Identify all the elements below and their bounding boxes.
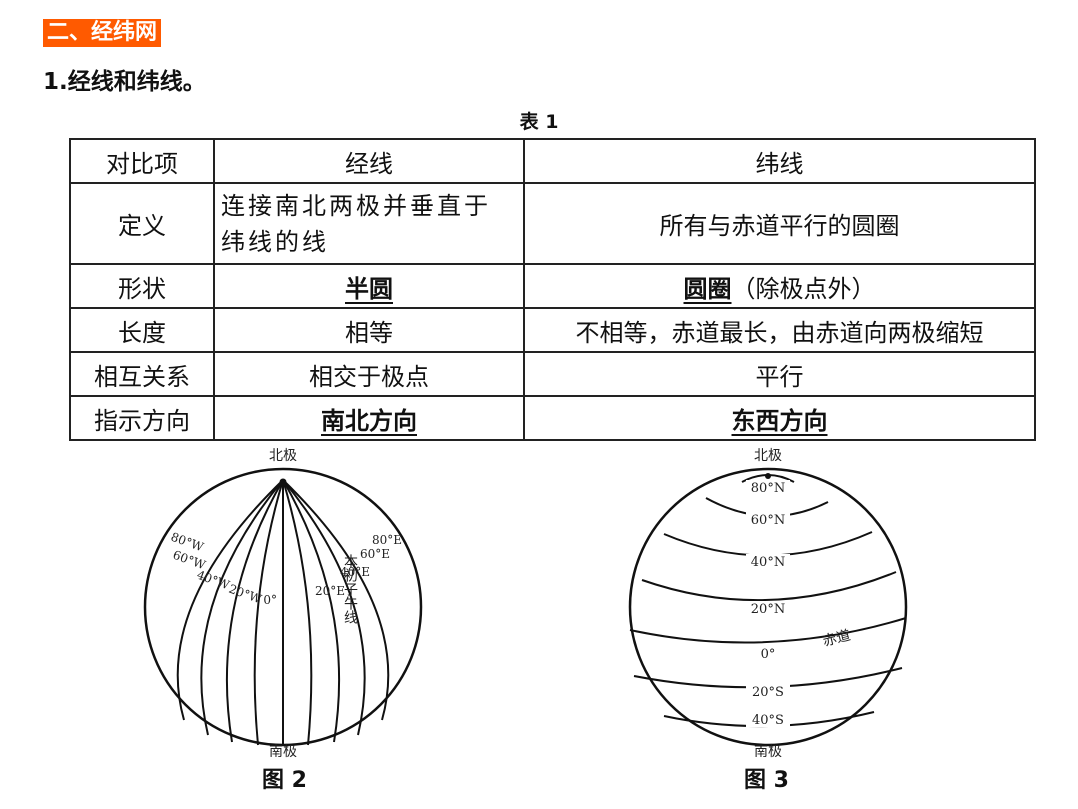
answer-text: 南北方向 xyxy=(321,406,417,435)
table-row: 相互关系 相交于极点 平行 xyxy=(69,351,1036,397)
lon-label: 40°E xyxy=(340,565,370,579)
row-label: 定义 xyxy=(69,182,215,265)
meridian-globe-figure: 北极 80°W 60°W 40°W 20°W 0° 20°E 40°E 60°E… xyxy=(143,448,423,760)
lat-label: 60°N xyxy=(751,513,785,528)
parallel-globe-figure: 北极 80°N 60°N 40°N 20°N 0° 20°S 40°S 赤道 南… xyxy=(628,448,908,760)
header-cell: 纬线 xyxy=(523,138,1036,184)
row-label: 长度 xyxy=(69,307,215,353)
table-header-row: 对比项 经线 纬线 xyxy=(69,138,1036,184)
parallel-cell: 圆圈（除极点外） xyxy=(523,263,1036,309)
table-row: 指示方向 南北方向 东西方向 xyxy=(69,395,1036,441)
meridian-lines xyxy=(176,479,390,746)
north-pole-dot xyxy=(279,478,287,486)
table-row: 形状 半圆 圆圈（除极点外） xyxy=(69,263,1036,309)
parallel-cell: 东西方向 xyxy=(523,395,1036,441)
parallel-cell: 不相等，赤道最长，由赤道向两极缩短 xyxy=(523,307,1036,353)
meridian-cell: 南北方向 xyxy=(213,395,525,441)
lat-label: 40°N xyxy=(751,555,785,570)
answer-text: 半圆 xyxy=(345,274,393,303)
meridian-cell: 连接南北两极并垂直于纬线的线 xyxy=(213,182,525,265)
table-caption: 表 1 xyxy=(519,111,559,133)
table-row: 长度 相等 不相等，赤道最长，由赤道向两极缩短 xyxy=(69,307,1036,353)
meridian-cell: 半圆 xyxy=(213,263,525,309)
equator-label: 赤道 xyxy=(821,628,852,650)
table-row: 定义 连接南北两极并垂直于纬线的线 所有与赤道平行的圆圈 xyxy=(69,182,1036,265)
header-cell: 经线 xyxy=(213,138,525,184)
north-pole-dot xyxy=(765,473,771,479)
lon-label: 20°E xyxy=(315,584,345,598)
row-label: 形状 xyxy=(69,263,215,309)
lon-label: 60°E xyxy=(360,547,390,561)
header-cell: 对比项 xyxy=(69,138,215,184)
lon-label: 80°E xyxy=(372,533,402,547)
note-text: （除极点外） xyxy=(731,274,876,303)
east-longitude-labels: 20°E 40°E 60°E 80°E xyxy=(315,533,402,598)
row-label: 相互关系 xyxy=(69,351,215,397)
meridian-cell: 相交于极点 xyxy=(213,351,525,397)
lat-label: 20°S xyxy=(752,685,784,700)
lat-label: 80°N xyxy=(751,481,785,496)
north-pole-label: 北极 xyxy=(269,448,297,464)
latitude-labels: 80°N 60°N 40°N 20°N 0° 20°S 40°S xyxy=(746,480,790,728)
globe-outline xyxy=(628,467,908,747)
parallel-cell: 所有与赤道平行的圆圈 xyxy=(523,182,1036,265)
answer-text: 东西方向 xyxy=(731,406,828,435)
subheading: 1.经线和纬线。 xyxy=(43,69,206,95)
north-pole-label: 北极 xyxy=(754,448,782,464)
parallel-lines xyxy=(629,474,907,728)
parallel-cell: 平行 xyxy=(523,351,1036,397)
answer-text: 圆圈 xyxy=(683,274,732,303)
lat-label: 0° xyxy=(761,647,776,662)
south-pole-label: 南极 xyxy=(754,744,782,760)
row-label: 指示方向 xyxy=(69,395,215,441)
figure2-caption: 图 2 xyxy=(262,768,307,793)
lon-label: 40°W xyxy=(195,568,232,593)
section-title: 二、经纬网 xyxy=(43,19,162,47)
meridian-cell: 相等 xyxy=(213,307,525,353)
lat-label: 20°N xyxy=(751,602,785,617)
south-pole-label: 南极 xyxy=(269,744,297,760)
comparison-table: 对比项 经线 纬线 定义 连接南北两极并垂直于纬线的线 所有与赤道平行的圆圈 形… xyxy=(69,138,1036,441)
lat-label: 40°S xyxy=(752,713,784,728)
figure3-caption: 图 3 xyxy=(744,768,789,793)
lon-label: 20°W xyxy=(227,582,264,607)
zero-meridian-label: 0° xyxy=(263,593,277,607)
